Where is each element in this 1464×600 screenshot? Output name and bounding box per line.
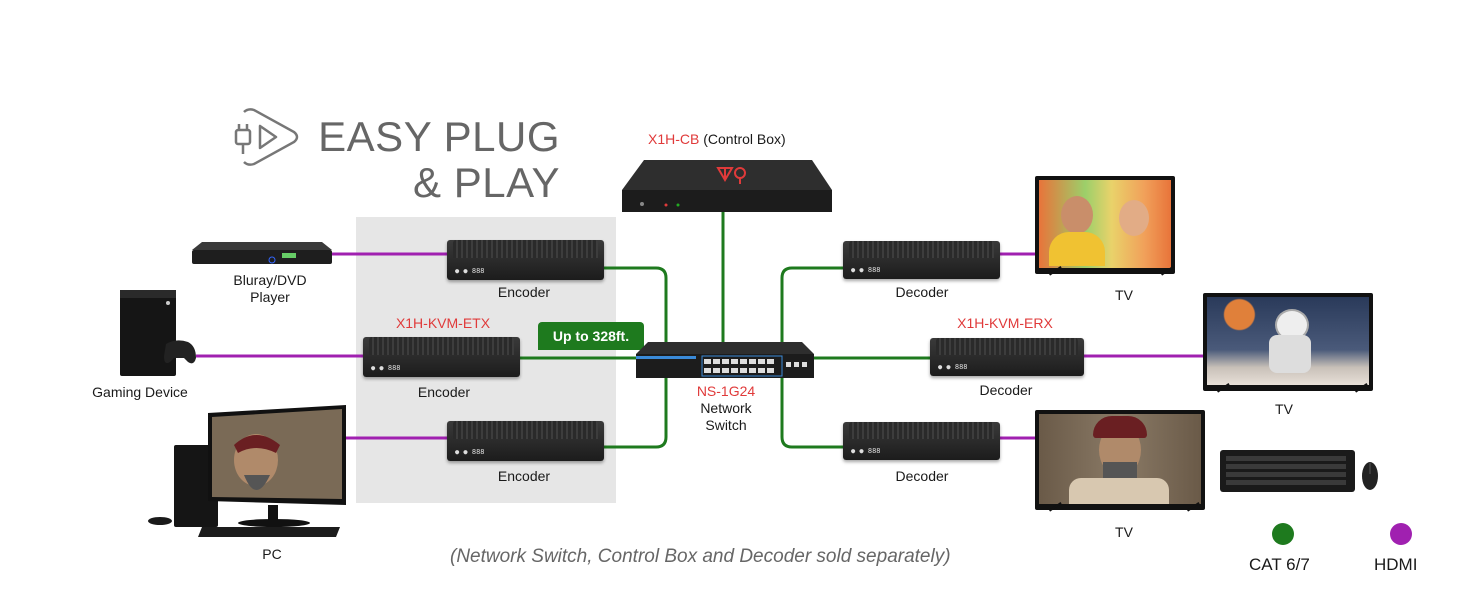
keyboard-mouse-icon bbox=[1220, 448, 1382, 494]
tv-screen-couple bbox=[1039, 180, 1171, 268]
vent-grille bbox=[369, 337, 514, 355]
tv-screen-warrior bbox=[1039, 414, 1201, 504]
tv-display bbox=[1035, 410, 1205, 510]
network-switch-device bbox=[636, 342, 814, 378]
control-box-model: X1H-CB bbox=[648, 131, 700, 147]
switch-label: Network Switch bbox=[676, 400, 776, 434]
page-title: EASY PLUG & PLAY bbox=[314, 114, 560, 206]
footnote: (Network Switch, Control Box and Decoder… bbox=[450, 546, 951, 567]
led-display: ● ● 888 bbox=[371, 364, 401, 372]
encoder-label: Encoder bbox=[497, 284, 551, 300]
control-box-title: X1H-CB (Control Box) bbox=[648, 131, 786, 147]
cat-line-dec3 bbox=[780, 375, 843, 449]
vent-grille bbox=[453, 421, 598, 439]
cat-line-enc3 bbox=[604, 375, 668, 449]
decoder-device: ● ● 888 bbox=[843, 422, 1000, 460]
legend-dot-hdmi bbox=[1390, 523, 1412, 545]
encoder-device: ● ● 888 bbox=[447, 421, 604, 461]
led-display: ● ● 888 bbox=[938, 363, 968, 371]
vent-grille bbox=[849, 241, 994, 259]
legend-dot-cat bbox=[1272, 523, 1294, 545]
decoder-device: ● ● 888 bbox=[930, 338, 1084, 376]
plug-play-icon bbox=[232, 106, 302, 168]
label-line: Gaming Device bbox=[92, 384, 188, 400]
encoder-device: ● ● 888 bbox=[363, 337, 520, 377]
encoder-device: ● ● 888 bbox=[447, 240, 604, 280]
cat-line-enc1 bbox=[604, 266, 668, 345]
decoder-label: Decoder bbox=[895, 468, 949, 484]
decoder-model-label: X1H-KVM-ERX bbox=[957, 315, 1053, 331]
tv-display bbox=[1203, 293, 1373, 391]
legend-label-cat: CAT 6/7 bbox=[1249, 555, 1310, 574]
title-line-2: & PLAY bbox=[413, 159, 560, 206]
decoder-label: Decoder bbox=[979, 382, 1033, 398]
led-display: ● ● 888 bbox=[455, 448, 485, 456]
encoder-label: Encoder bbox=[497, 468, 551, 484]
cat-line-dec1 bbox=[780, 266, 843, 345]
decoder-device: ● ● 888 bbox=[843, 241, 1000, 279]
tv-label: TV bbox=[1115, 524, 1133, 540]
label-line: Network bbox=[700, 400, 752, 416]
tv-label: TV bbox=[1275, 401, 1293, 417]
pc-label: PC bbox=[232, 546, 312, 563]
gaming-device-label: Gaming Device bbox=[70, 384, 210, 401]
control-box-device bbox=[622, 160, 832, 212]
game-console-icon bbox=[116, 286, 200, 378]
bluray-player-label: Bluray/DVD Player bbox=[210, 272, 330, 306]
vent-grille bbox=[453, 240, 598, 258]
control-box-description: (Control Box) bbox=[703, 131, 786, 147]
tv-screen-astronaut bbox=[1207, 297, 1369, 385]
led-display: ● ● 888 bbox=[851, 266, 881, 274]
label-line: PC bbox=[262, 546, 282, 562]
distance-badge: Up to 328ft. bbox=[538, 322, 644, 350]
encoder-model-label: X1H-KVM-ETX bbox=[395, 315, 491, 331]
led-display: ● ● 888 bbox=[851, 447, 881, 455]
vent-grille bbox=[936, 338, 1078, 356]
label-line: Switch bbox=[705, 417, 747, 433]
decoder-label: Decoder bbox=[895, 284, 949, 300]
led-display: ● ● 888 bbox=[455, 267, 485, 275]
tv-display bbox=[1035, 176, 1175, 274]
label-line: Bluray/DVD bbox=[233, 272, 307, 288]
switch-model-label: NS-1G24 bbox=[696, 383, 756, 399]
legend-label-hdmi: HDMI bbox=[1374, 555, 1418, 574]
tv-label: TV bbox=[1115, 287, 1133, 303]
label-line: Player bbox=[250, 289, 290, 305]
vent-grille bbox=[849, 422, 994, 440]
encoder-label: Encoder bbox=[417, 384, 471, 400]
title-line-1: EASY PLUG bbox=[318, 113, 560, 160]
bluray-player-icon bbox=[192, 240, 332, 266]
desktop-pc-icon bbox=[146, 405, 346, 540]
